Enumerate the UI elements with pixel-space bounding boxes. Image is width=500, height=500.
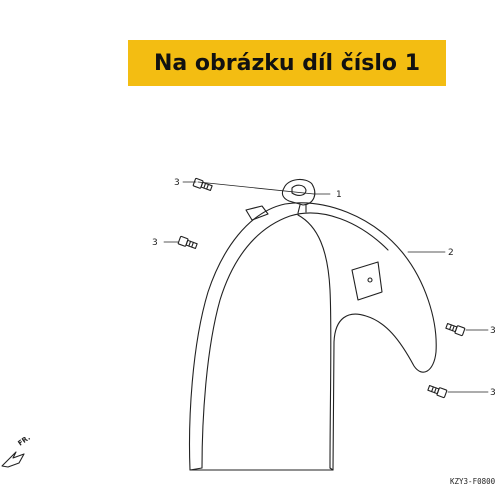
banner-text: Na obrázku díl číslo 1 (153, 50, 421, 76)
callout-3b: 3 (152, 238, 158, 248)
callout-3c: 3 (490, 326, 496, 336)
front-direction-label: FR. (17, 434, 32, 448)
leader-lines (163, 181, 489, 393)
bolt-right-lower[interactable] (427, 384, 448, 399)
bolt-middle-left[interactable] (177, 235, 198, 250)
callout-3a: 3 (174, 178, 180, 188)
hook-clip[interactable] (281, 179, 316, 214)
bolt-right-upper[interactable] (445, 322, 466, 337)
front-direction-arrow (1, 451, 25, 468)
diagram-code: KZY3-F0800 (450, 477, 496, 486)
callout-2: 2 (448, 248, 454, 258)
callout-3d: 3 (490, 388, 496, 398)
front-fender[interactable] (188, 202, 437, 471)
bolt-upper-left[interactable] (192, 177, 213, 192)
callout-1: 1 (336, 190, 342, 200)
part-number-banner: Na obrázku díl číslo 1 (128, 40, 446, 86)
